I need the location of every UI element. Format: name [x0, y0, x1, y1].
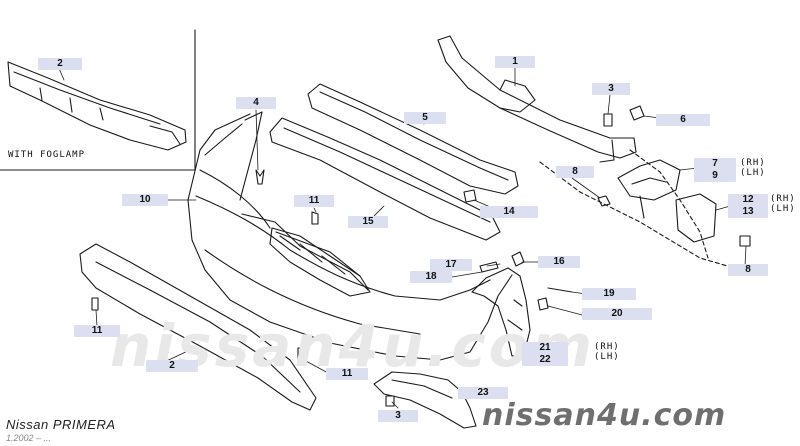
foglamp-grille-drawing — [7, 61, 187, 151]
callout-14[interactable]: 14 — [480, 206, 538, 218]
lower-spoiler-drawing — [79, 243, 317, 411]
callout-16-label: 16 — [553, 256, 565, 267]
sidenote-21-22: (RH) (LH) — [594, 342, 620, 362]
callout-14-label: 14 — [503, 206, 515, 217]
callout-12-13-label: 12 13 — [742, 194, 754, 217]
absorber-drawing — [307, 83, 519, 195]
callout-17-label: 17 — [445, 259, 457, 270]
callout-19-label: 19 — [603, 288, 615, 299]
callout-15-label: 15 — [362, 216, 374, 227]
callout-11-left-label: 11 — [91, 325, 103, 336]
callout-3-bottom[interactable]: 3 — [378, 410, 418, 422]
callout-3-top[interactable]: 3 — [592, 83, 630, 95]
callout-3-top-label: 3 — [608, 83, 614, 94]
bumper-fascia-drawing — [187, 111, 513, 361]
callout-10[interactable]: 10 — [122, 194, 168, 206]
under-cover-drawing — [373, 371, 477, 429]
callout-18-label: 18 — [425, 271, 437, 282]
callout-12-13[interactable]: 12 13 — [728, 194, 768, 218]
callout-11-top-label: 11 — [308, 195, 320, 206]
callout-15[interactable]: 15 — [348, 216, 388, 228]
center-grille-drawing — [269, 227, 371, 297]
callout-8-bottom-label: 8 — [745, 264, 751, 275]
sidenote-12-13: (RH) (LH) — [770, 194, 796, 214]
callout-17[interactable]: 17 — [430, 259, 472, 271]
callout-23[interactable]: 23 — [458, 387, 508, 399]
watermark-foreground: nissan4u.com — [482, 398, 727, 433]
callout-7-9[interactable]: 7 9 — [694, 158, 736, 182]
callout-5-label: 5 — [422, 112, 428, 123]
callout-2-inset[interactable]: 2 — [38, 58, 82, 70]
callout-21-22[interactable]: 21 22 — [522, 342, 568, 366]
callout-11-left[interactable]: 11 — [74, 325, 120, 337]
callout-16[interactable]: 16 — [538, 256, 580, 268]
callout-20-label: 20 — [611, 308, 623, 319]
callout-4-label: 4 — [253, 97, 259, 108]
callout-8-top[interactable]: 8 — [556, 166, 594, 178]
callout-11-bottom-label: 11 — [341, 368, 353, 379]
callout-8-top-label: 8 — [572, 166, 578, 177]
callout-1[interactable]: 1 — [495, 56, 535, 68]
callout-8-bottom[interactable]: 8 — [728, 264, 768, 276]
callout-2-bottom-label: 2 — [169, 360, 175, 371]
callout-1-label: 1 — [512, 56, 518, 67]
callout-7-9-label: 7 9 — [712, 158, 718, 181]
callout-3-bottom-label: 3 — [395, 410, 401, 421]
callout-6[interactable]: 6 — [656, 114, 710, 126]
callout-6-label: 6 — [680, 114, 686, 125]
production-date: 1.2002 – ... — [6, 433, 52, 443]
callout-18[interactable]: 18 — [410, 271, 452, 283]
inset-label: WITH FOGLAMP — [8, 150, 86, 160]
callout-11-bottom[interactable]: 11 — [326, 368, 368, 380]
callout-23-label: 23 — [477, 387, 489, 398]
callout-11-top[interactable]: 11 — [294, 195, 334, 207]
callout-2-bottom[interactable]: 2 — [146, 360, 198, 372]
reinforcement-drawing — [437, 35, 749, 273]
callout-2-inset-label: 2 — [57, 58, 63, 69]
lower-absorber-drawing — [269, 117, 501, 241]
model-name: Nissan PRIMERA — [6, 417, 116, 432]
callout-21-22-label: 21 22 — [539, 342, 551, 365]
callout-4[interactable]: 4 — [236, 97, 276, 109]
sidenote-7-9: (RH) (LH) — [740, 158, 766, 178]
callout-10-label: 10 — [139, 194, 151, 205]
callout-20[interactable]: 20 — [582, 308, 652, 320]
callout-5[interactable]: 5 — [404, 112, 446, 124]
side-bracket-drawing — [617, 159, 717, 243]
callout-19[interactable]: 19 — [582, 288, 636, 300]
